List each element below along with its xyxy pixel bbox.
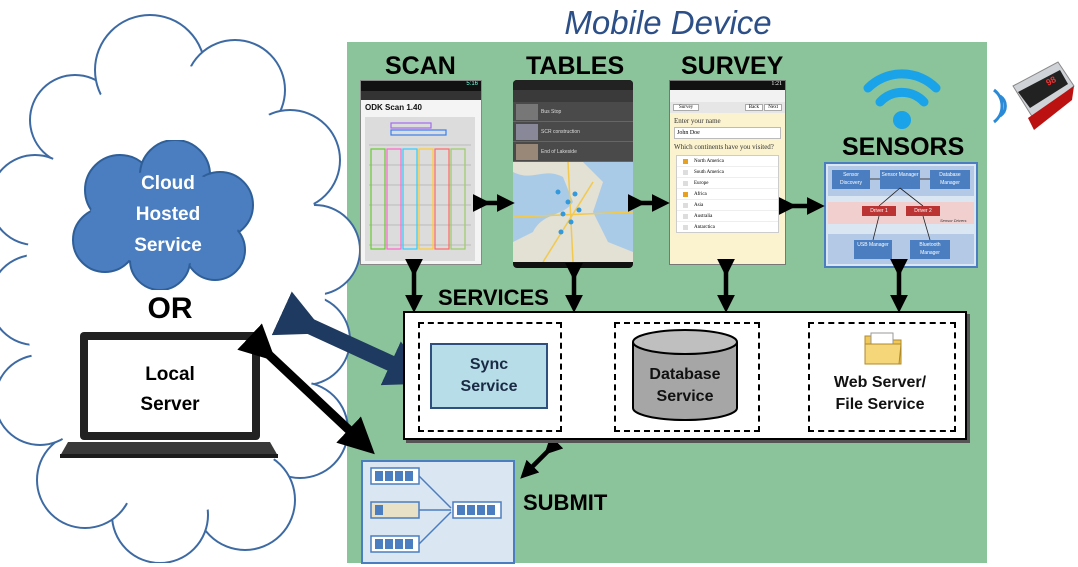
survey-back-button[interactable]: Back [744, 104, 764, 111]
survey-question-name: Enter your name [674, 117, 721, 125]
checkbox[interactable] [683, 169, 688, 175]
survey-next-button[interactable]: Next [764, 104, 782, 111]
survey-name-input[interactable]: John Doe [674, 127, 781, 139]
database-cylinder-icon [632, 329, 738, 421]
survey-option[interactable]: North America [677, 156, 778, 167]
web-service-frame [808, 322, 956, 432]
checkbox[interactable] [683, 224, 688, 230]
tables-list: Bus Stop SCR construction End of Lakesid… [513, 102, 633, 162]
web-file-service-label: Web Server/ File Service [833, 374, 927, 413]
sensors-connectors [870, 178, 931, 241]
submit-queue-diagram [370, 467, 502, 553]
database-service-label: Database Service [649, 366, 721, 405]
sync-service-box[interactable]: Sync Service [430, 343, 548, 409]
survey-option[interactable]: Africa [677, 189, 778, 200]
survey-toolbar-button[interactable]: Survey [673, 104, 700, 111]
sync-service-frame [418, 322, 562, 432]
bluetooth-manager-box: Bluetooth Manager [910, 240, 950, 259]
survey-status-bar: 1:21 [670, 81, 785, 90]
local-server-label: Local Server [140, 364, 200, 415]
survey-option[interactable]: South America [677, 167, 778, 178]
survey-option[interactable]: Asia [677, 200, 778, 211]
survey-heading: SURVEY [681, 52, 784, 80]
tables-map [513, 161, 633, 263]
database-service-frame [614, 322, 760, 432]
database-manager-box: Database Manager [930, 170, 970, 189]
list-item[interactable]: Bus Stop [513, 102, 633, 122]
survey-question-continents: Which continents have you visited? [674, 143, 774, 151]
list-item[interactable]: SCR construction [513, 122, 633, 142]
or-label: OR [147, 292, 193, 325]
sensor-drivers-label: Sensor Drivers [940, 218, 967, 223]
survey-option[interactable]: Australia [677, 211, 778, 222]
scan-heading: SCAN [385, 52, 456, 80]
checkbox-checked[interactable] [683, 191, 688, 197]
cloud-hosted-service-label: Cloud Hosted Service [134, 173, 202, 256]
list-item[interactable]: End of Lakeside [513, 142, 633, 162]
wifi-icon [863, 69, 941, 129]
checkbox-checked[interactable] [683, 158, 688, 164]
submit-panel [361, 460, 515, 564]
laptop-icon [60, 332, 278, 458]
checkbox[interactable] [683, 180, 688, 186]
pulse-oximeter-icon: 98 [993, 61, 1075, 130]
sync-service-label: Sync Service [460, 356, 518, 395]
driver-2-box: Driver 2 [906, 206, 940, 216]
checkbox[interactable] [683, 213, 688, 219]
usb-manager-box: USB Manager [854, 240, 892, 259]
sensor-discovery-box: Sensor Discovery [832, 170, 870, 189]
sensors-diagram: Sensor Discovery Sensor Manager Database… [824, 162, 978, 268]
survey-status-time: 1:21 [771, 81, 782, 87]
tables-phone: Bus Stop SCR construction End of Lakesid… [513, 80, 633, 268]
scan-status-bar: 5:16 [361, 81, 481, 91]
scan-phone-screen: 5:16 ODK Scan 1.40 [360, 80, 482, 265]
cloud-hosted-service-icon [72, 140, 254, 290]
driver-1-box: Driver 1 [862, 206, 896, 216]
checkbox[interactable] [683, 202, 688, 208]
survey-phone-screen: 1:21 Survey Back Next Enter your name Jo… [669, 80, 786, 265]
sensors-heading: SENSORS [842, 133, 965, 161]
sensor-manager-box: Sensor Manager [880, 170, 920, 189]
submit-heading: SUBMIT [523, 490, 608, 515]
survey-option[interactable]: Europe [677, 178, 778, 189]
survey-options-list: North America South America Europe Afric… [676, 155, 779, 233]
tables-heading: TABLES [526, 52, 625, 80]
services-heading: SERVICES [438, 285, 549, 310]
mobile-device-title: Mobile Device [564, 4, 772, 41]
scan-status-time: 5:16 [466, 81, 478, 87]
scan-form-image [365, 117, 475, 261]
folder-icon [864, 332, 902, 365]
scan-screen-title: ODK Scan 1.40 [365, 103, 422, 112]
svg-text:98: 98 [1044, 74, 1058, 88]
survey-option[interactable]: Antarctica [677, 222, 778, 232]
